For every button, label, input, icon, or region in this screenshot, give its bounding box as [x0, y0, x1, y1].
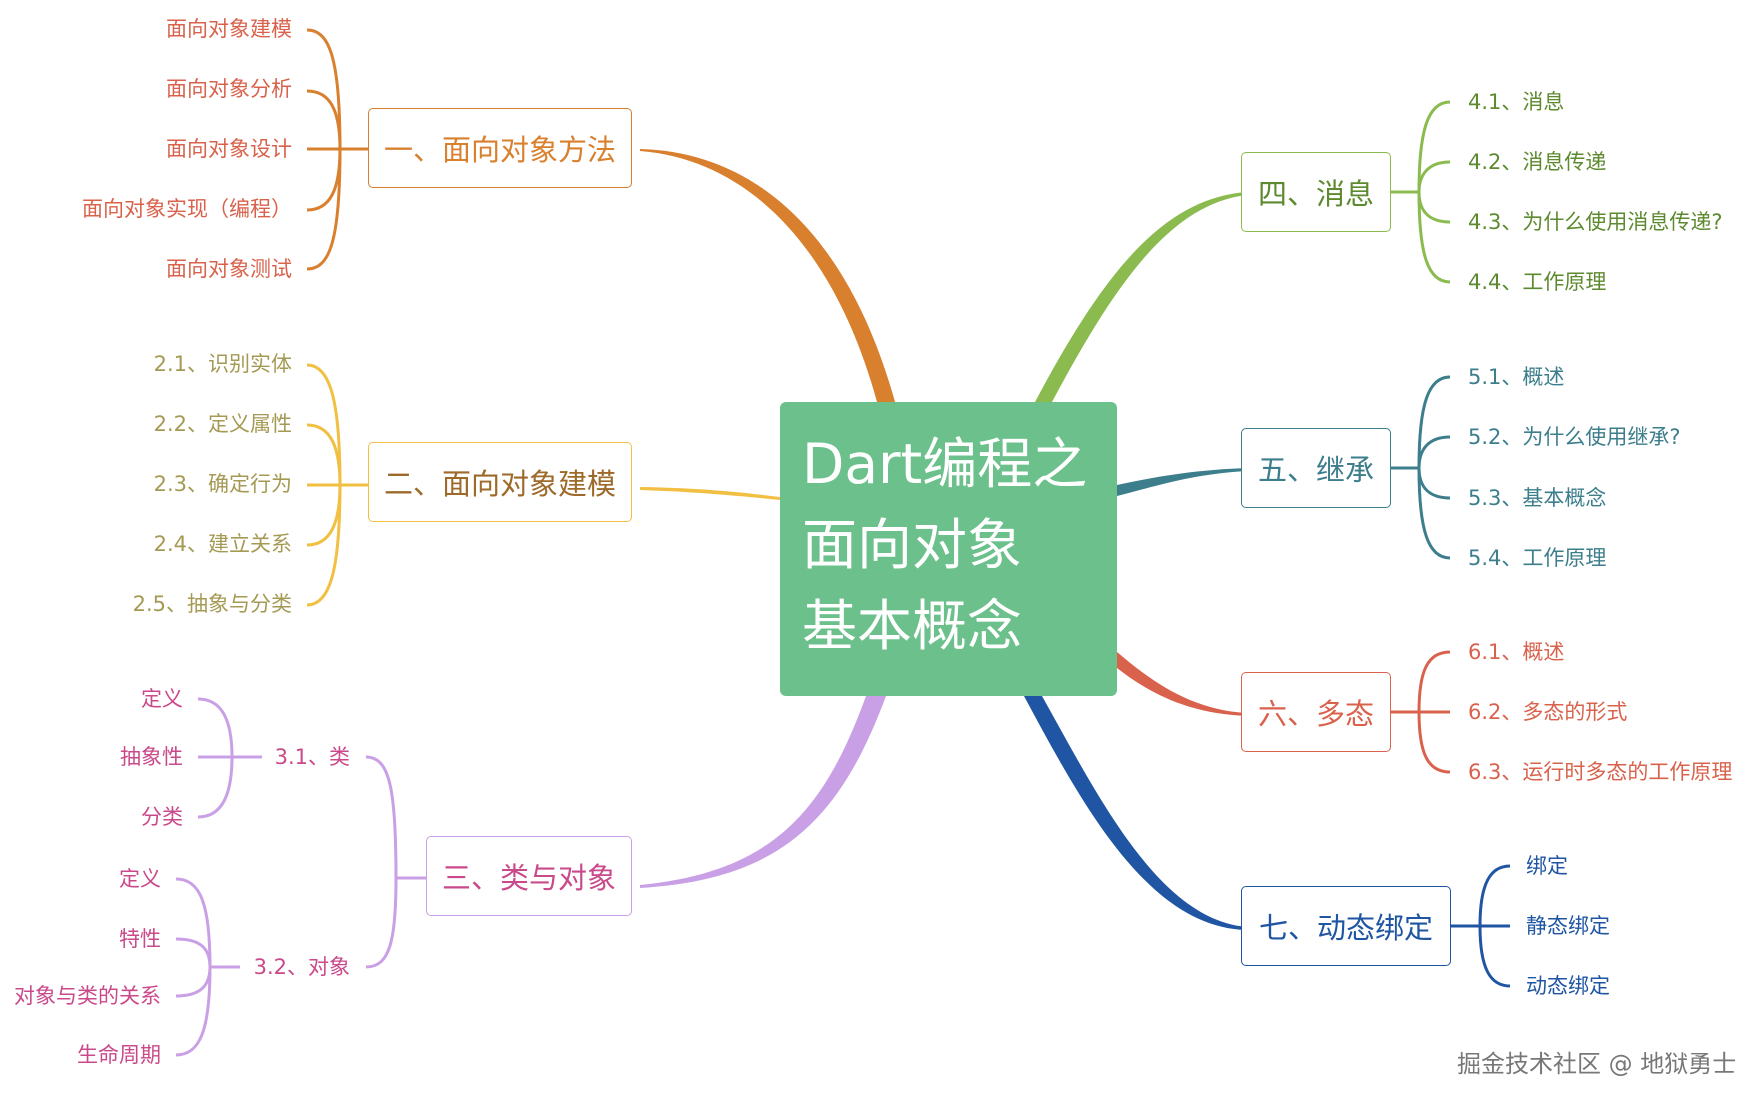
connector-b1 — [640, 149, 895, 402]
central-topic[interactable]: Dart编程之 面向对象 基本概念 — [780, 402, 1117, 696]
connector-b2 — [640, 487, 780, 500]
leaf-b4[interactable]: 4.3、为什么使用消息传递? — [1468, 210, 1723, 234]
topic-b5[interactable]: 五、继承 — [1241, 428, 1391, 508]
central-topic-line: 面向对象 — [802, 513, 1023, 577]
connector-b7 — [1024, 696, 1247, 930]
leaf-b5[interactable]: 5.1、概述 — [1468, 365, 1565, 389]
leaf-b2[interactable]: 2.2、定义属性 — [153, 412, 292, 436]
leaf-b1[interactable]: 面向对象分析 — [166, 77, 292, 101]
brace-b2 — [306, 363, 371, 607]
leaf-b3-2[interactable]: 对象与类的关系 — [14, 984, 161, 1008]
leaf-b4[interactable]: 4.2、消息传递 — [1468, 150, 1607, 174]
leaf-b6[interactable]: 6.2、多态的形式 — [1468, 700, 1628, 724]
leaf-b3-2[interactable]: 生命周期 — [77, 1043, 161, 1067]
connector-b6 — [1117, 652, 1247, 716]
leaf-b3-1[interactable]: 定义 — [141, 687, 183, 711]
leaf-b7[interactable]: 动态绑定 — [1526, 974, 1610, 998]
leaf-b1[interactable]: 面向对象实现（编程） — [82, 197, 292, 221]
leaf-b6[interactable]: 6.3、运行时多态的工作原理 — [1468, 760, 1733, 784]
leaf-b3-2[interactable]: 特性 — [119, 927, 161, 951]
leaf-b3-2[interactable]: 定义 — [119, 867, 161, 891]
topic-b3[interactable]: 三、类与对象 — [426, 836, 632, 916]
connector-b3 — [640, 696, 886, 888]
connector-b5 — [1117, 468, 1247, 496]
leaf-b7[interactable]: 静态绑定 — [1526, 914, 1610, 938]
leaf-b6[interactable]: 6.1、概述 — [1468, 640, 1565, 664]
leaf-b4[interactable]: 4.4、工作原理 — [1468, 270, 1607, 294]
leaf-b2[interactable]: 2.4、建立关系 — [153, 532, 292, 556]
leaf-b5[interactable]: 5.4、工作原理 — [1468, 546, 1607, 570]
leaf-b2[interactable]: 2.5、抽象与分类 — [132, 592, 292, 616]
leaf-b2[interactable]: 2.1、识别实体 — [153, 352, 292, 376]
brace-b5 — [1386, 375, 1451, 560]
watermark: 掘金技术社区 @ 地狱勇士 — [1457, 1050, 1737, 1078]
leaf-b1[interactable]: 面向对象设计 — [166, 137, 292, 161]
leaf-b7[interactable]: 绑定 — [1526, 854, 1568, 878]
leaf-b3-1[interactable]: 抽象性 — [120, 745, 183, 769]
leaf-b3-1[interactable]: 分类 — [141, 805, 183, 829]
leaf-b4[interactable]: 4.1、消息 — [1468, 90, 1565, 114]
central-topic-line: 基本概念 — [802, 594, 1023, 658]
brace-b1 — [306, 28, 371, 271]
subtopic-b3-1[interactable]: 3.1、类 — [274, 745, 350, 769]
brace-b6 — [1386, 650, 1451, 774]
topic-b4[interactable]: 四、消息 — [1241, 152, 1391, 232]
leaf-b2[interactable]: 2.3、确定行为 — [153, 472, 292, 496]
topic-b2[interactable]: 二、面向对象建模 — [368, 442, 632, 522]
leaf-b1[interactable]: 面向对象建模 — [166, 17, 292, 41]
connector-b4 — [1035, 192, 1247, 402]
leaf-b5[interactable]: 5.3、基本概念 — [1468, 486, 1607, 510]
brace-b3 — [175, 697, 426, 1057]
central-topic-line: Dart编程之 — [802, 432, 1088, 496]
topic-b7[interactable]: 七、动态绑定 — [1241, 886, 1451, 966]
leaf-b1[interactable]: 面向对象测试 — [166, 257, 292, 281]
topic-b1[interactable]: 一、面向对象方法 — [368, 108, 632, 188]
brace-b7 — [1445, 864, 1511, 988]
topic-b6[interactable]: 六、多态 — [1241, 672, 1391, 752]
leaf-b5[interactable]: 5.2、为什么使用继承? — [1468, 425, 1681, 449]
subtopic-b3-2[interactable]: 3.2、对象 — [253, 955, 350, 979]
brace-b4 — [1386, 100, 1451, 284]
